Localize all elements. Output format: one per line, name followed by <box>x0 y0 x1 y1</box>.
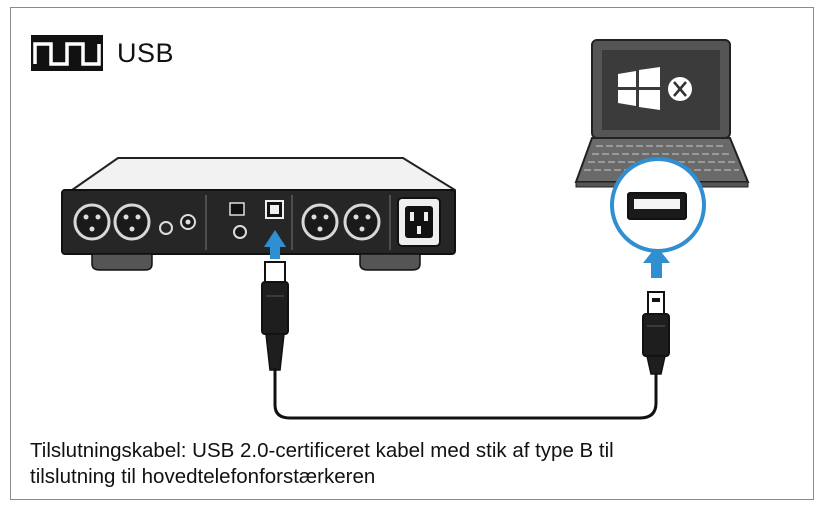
windows-logo-icon <box>618 67 660 110</box>
caption: Tilslutningskabel: USB 2.0-certificeret … <box>30 438 810 490</box>
usb-cable <box>273 368 658 420</box>
digital-signal-icon <box>31 35 103 71</box>
usb-b-port <box>265 200 284 219</box>
caption-line-1: Tilslutningskabel: USB 2.0-certificeret … <box>30 439 614 462</box>
usb-b-plug <box>261 261 289 371</box>
header-title: USB <box>117 37 175 68</box>
headphone-amplifier <box>61 157 456 271</box>
arrow-to-laptop-port <box>643 246 670 278</box>
laptop-usb-port-zoom <box>610 157 706 253</box>
caption-line-2: tilslutning til hovedtelefonforstærkeren <box>30 465 376 488</box>
xlr-input-left <box>73 203 151 241</box>
usb-a-plug <box>642 291 670 375</box>
header: USB <box>31 35 174 71</box>
arrow-to-usb-port <box>264 230 286 259</box>
mac-x-icon <box>668 77 692 101</box>
power-socket <box>397 197 441 247</box>
